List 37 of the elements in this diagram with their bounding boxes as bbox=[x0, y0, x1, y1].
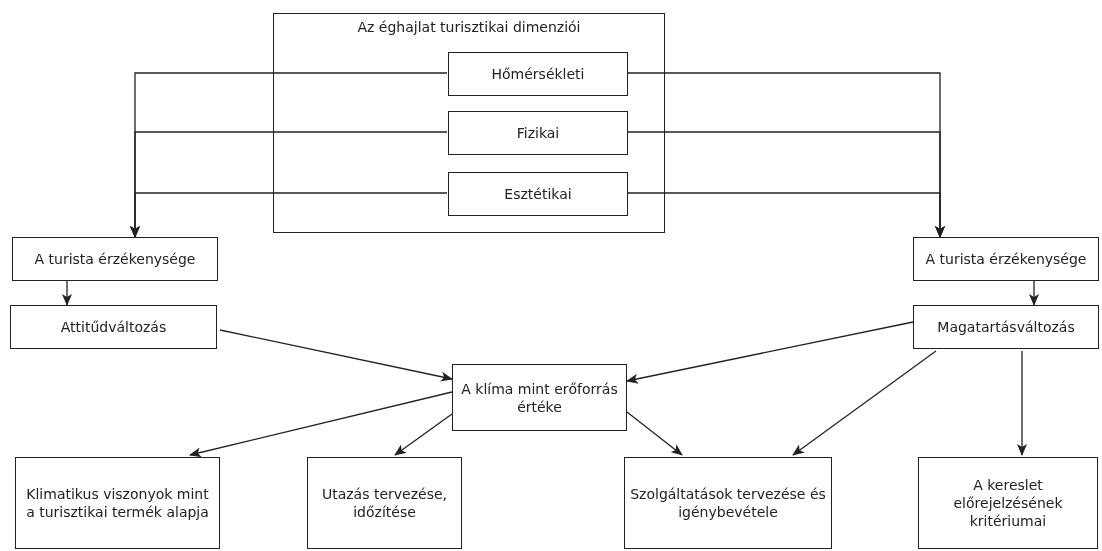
process-box bbox=[448, 111, 628, 155]
box-label: A klíma mint erőforrás értéke bbox=[460, 379, 619, 416]
box-label: Fizikai bbox=[516, 124, 560, 142]
process-box bbox=[913, 305, 1099, 349]
box-label: A turista érzékenysége bbox=[925, 250, 1087, 268]
arrow bbox=[394, 413, 453, 456]
box-label: Attitűdváltozás bbox=[60, 318, 167, 336]
process-box bbox=[12, 237, 218, 281]
process-box bbox=[307, 457, 462, 549]
box-label: Hőmérsékleti bbox=[491, 65, 585, 83]
box-label: A kereslet előrejelzésének kritériumai bbox=[952, 476, 1064, 530]
box-label: A turista érzékenysége bbox=[34, 250, 196, 268]
arrow bbox=[62, 280, 72, 306]
arrow bbox=[792, 350, 937, 456]
group-box bbox=[273, 13, 665, 233]
process-box bbox=[452, 364, 627, 431]
process-box bbox=[448, 172, 628, 216]
box-label: Utazás tervezése, időzítése bbox=[320, 485, 449, 521]
arrow bbox=[219, 329, 453, 382]
process-box bbox=[15, 457, 220, 549]
box-label: Klimatikus viszonyok mint a turisztikai termék alapja bbox=[25, 485, 210, 521]
group-title: Az éghajlat turisztikai dimenziói bbox=[356, 18, 582, 36]
arrow bbox=[1017, 350, 1027, 456]
arrow bbox=[130, 192, 448, 238]
box-label: Esztétikai bbox=[504, 185, 572, 203]
process-box bbox=[913, 237, 1099, 281]
process-box bbox=[918, 457, 1098, 549]
arrow bbox=[1029, 280, 1039, 306]
arrow bbox=[189, 391, 453, 458]
arrow bbox=[626, 411, 683, 456]
process-box bbox=[624, 457, 832, 549]
box-label: Szolgáltatások tervezése és igénybevétele bbox=[629, 485, 827, 521]
process-box bbox=[448, 52, 628, 96]
arrow bbox=[626, 321, 914, 384]
process-box bbox=[10, 305, 217, 349]
arrow bbox=[626, 192, 945, 238]
box-label: Magatartásváltozás bbox=[937, 318, 1075, 336]
